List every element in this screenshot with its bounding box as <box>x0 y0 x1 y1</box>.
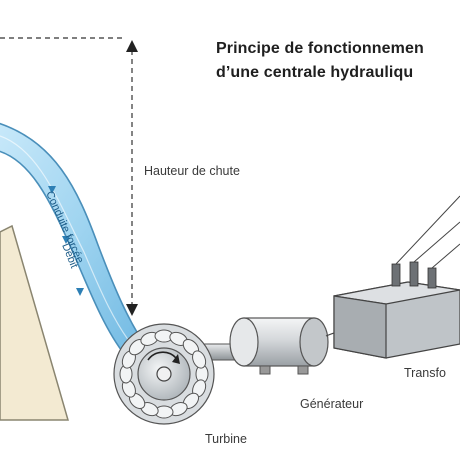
power-lines <box>395 195 460 269</box>
generator <box>229 317 329 375</box>
diagram-title-line-2: d’une centrale hydrauliqu <box>216 64 414 81</box>
label-hauteur-de-chute: Hauteur de chute <box>144 164 240 178</box>
dam-wall <box>0 224 69 421</box>
head-height-arrow <box>126 40 138 316</box>
flow-arrows <box>48 186 84 296</box>
transformer-insulators <box>391 261 437 289</box>
flow-arrow-1 <box>48 186 56 194</box>
label-generateur: Générateur <box>300 397 364 411</box>
arrow-down-icon <box>126 304 138 316</box>
diagram-title-line-1: Principe de fonctionnemen <box>216 40 424 57</box>
flow-arrow-3 <box>76 288 84 296</box>
turbine-buckets <box>119 329 209 419</box>
rotation-arrow-icon <box>147 351 177 361</box>
arrow-up-icon <box>126 40 138 52</box>
turbine-bucket <box>192 350 207 369</box>
label-transformateur: Transfo <box>404 366 446 380</box>
label-turbine: Turbine <box>205 432 247 446</box>
transformer <box>333 195 460 359</box>
turbine-wheel <box>113 323 215 425</box>
flow-arrow-2 <box>62 236 70 244</box>
